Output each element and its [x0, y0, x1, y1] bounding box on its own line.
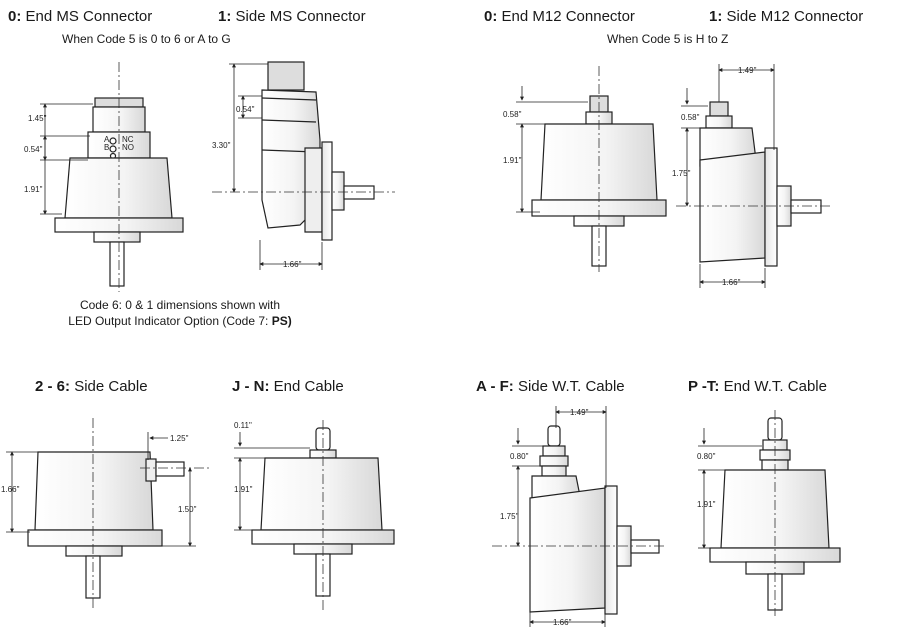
- note-line-1: Code 6: 0 & 1 dimensions shown with: [79, 298, 281, 312]
- dim-ms-end-body: 1.91": [24, 185, 43, 194]
- dim-ms-side-conn: 0.54": [236, 105, 255, 114]
- dimension-lines: [6, 63, 775, 627]
- dim-ms-side-total: 3.30": [212, 141, 231, 150]
- center-lines: [92, 62, 830, 616]
- dim-m12-side-width: 1.66": [722, 278, 741, 287]
- side-m12-connector-drawing: [699, 101, 822, 267]
- dim-end-wt-conn: 0.80": [697, 452, 716, 461]
- dim-m12-end-body: 1.91": [503, 156, 522, 165]
- dim-ms-end-top: 1.45": [28, 114, 47, 123]
- dim-side-wt-width: 1.66": [553, 618, 572, 627]
- dim-side-cable-offset: 1.25": [170, 434, 189, 443]
- dim-m12-side-top: 1.49": [738, 66, 757, 75]
- dim-side-cable-height: 1.66": [1, 485, 20, 494]
- dim-end-cable-body: 1.91": [234, 485, 253, 494]
- led-markings: NC NO A B: [104, 135, 134, 152]
- dim-m12-side-body: 1.75": [672, 169, 691, 178]
- dim-side-wt-top: 1.49": [570, 408, 589, 417]
- header-end-wt-cable: P -T: End W.T. Cable: [688, 378, 827, 395]
- dim-m12-side-conn: 0.58": [681, 113, 700, 122]
- side-ms-connector-drawing: [261, 61, 375, 241]
- side-wt-cable-drawing: [529, 425, 660, 615]
- dim-ms-end-conn: 0.54": [24, 145, 43, 154]
- led-mark-b: B: [104, 143, 109, 152]
- header-end-ms: 0: End MS Connector: [8, 8, 153, 25]
- dim-side-cable-axis: 1.50": [178, 505, 197, 514]
- header-end-m12: 0: End M12 Connector: [484, 8, 635, 25]
- header-end-cable: J - N: End Cable: [232, 378, 344, 395]
- header-side-m12: 1: Side M12 Connector: [709, 8, 864, 25]
- side-cable-drawing: [27, 451, 185, 599]
- led-mark-no: NO: [122, 143, 134, 152]
- dim-end-wt-body: 1.91": [697, 500, 716, 509]
- header-side-ms: 1: Side MS Connector: [218, 8, 366, 25]
- dim-end-cable-cable: 0.11": [234, 421, 252, 430]
- header-side-cable: 2 - 6: Side Cable: [35, 378, 148, 395]
- condition-m12: When Code 5 is H to Z: [607, 32, 729, 46]
- dimension-labels: 1.45" 0.54" 1.91" 0.54" 3.30" 1.66" 0.58…: [1, 66, 757, 627]
- header-side-wt-cable: A - F: Side W.T. Cable: [476, 378, 625, 395]
- led-option-note: Code 6: 0 & 1 dimensions shown with LED …: [50, 297, 310, 329]
- dim-ms-side-width: 1.66": [283, 260, 302, 269]
- dim-side-wt-body: 1.75": [500, 512, 519, 521]
- led-mark-nc: NC: [122, 135, 134, 144]
- condition-ms: When Code 5 is 0 to 6 or A to G: [62, 32, 231, 46]
- dim-m12-end-conn: 0.58": [503, 110, 522, 119]
- note-line-2: LED Output Indicator Option (Code 7: PS): [68, 314, 292, 328]
- dim-side-wt-conn: 0.80": [510, 452, 529, 461]
- led-mark-a: A: [104, 135, 110, 144]
